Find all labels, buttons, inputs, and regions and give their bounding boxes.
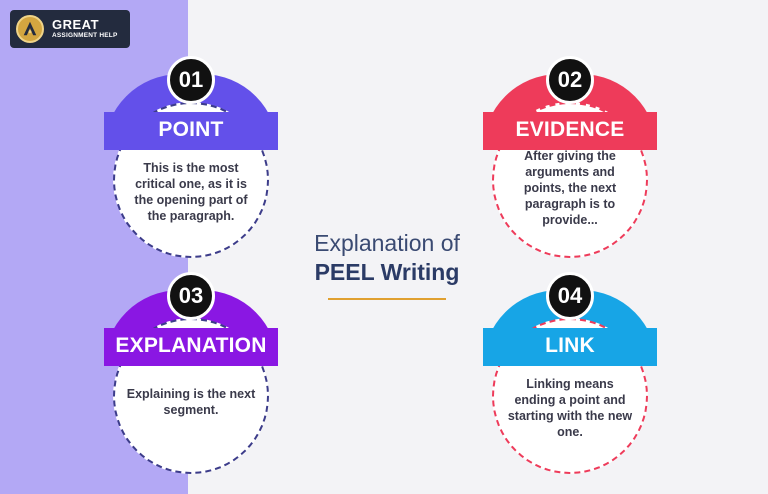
card-description: Linking means ending a point and startin… <box>507 377 633 439</box>
peel-card-link: LINK 04 Linking means ending a point and… <box>483 272 657 474</box>
card-title-band <box>483 112 657 150</box>
step-number-badge: 02 <box>546 56 594 104</box>
logo-subtitle: ASSIGNMENT HELP <box>52 32 118 40</box>
peel-card-evidence: EVIDENCE 02 After giving the arguments a… <box>483 56 657 258</box>
brand-logo[interactable]: GREAT ASSIGNMENT HELP <box>10 10 130 48</box>
diagram-title: Explanation of PEEL Writing <box>292 230 482 300</box>
step-number-badge: 03 <box>167 272 215 320</box>
title-line-2: PEEL Writing <box>314 259 460 285</box>
title-line-1: Explanation of <box>314 230 460 256</box>
logo-title: GREAT <box>52 17 100 33</box>
card-title: EVIDENCE <box>515 118 625 141</box>
card-title: POINT <box>158 118 224 141</box>
card-description: Explaining is the next segment. <box>126 387 256 417</box>
card-description: After giving the arguments and points, t… <box>523 149 617 227</box>
card-description: This is the most critical one, as it is … <box>134 161 248 223</box>
card-title: EXPLANATION <box>115 334 267 357</box>
title-underline <box>328 298 446 300</box>
card-title-band <box>104 328 278 366</box>
peel-card-point: POINT 01 This is the most critical one, … <box>104 56 278 258</box>
logo-emblem-icon <box>16 15 44 43</box>
step-number-badge: 04 <box>546 272 594 320</box>
step-number-badge: 01 <box>167 56 215 104</box>
card-title-band <box>104 112 278 150</box>
peel-card-explanation: EXPLANATION 03 Explaining is the next se… <box>104 272 278 474</box>
card-title: LINK <box>545 334 595 357</box>
card-title-band <box>483 328 657 366</box>
